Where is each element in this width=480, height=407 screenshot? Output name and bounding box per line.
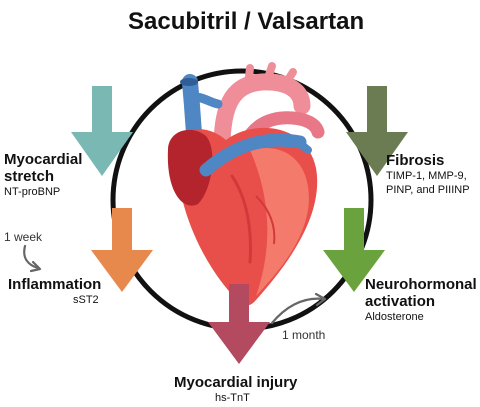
myocardial-injury-title: Myocardial injury (174, 374, 298, 391)
inflammation-subtitle: sST2 (73, 294, 99, 306)
myocardial-injury-subtitle: hs-TnT (215, 392, 250, 404)
neurohormonal-subtitle: Aldosterone (365, 311, 424, 323)
arrow-down-icon (346, 86, 408, 176)
curved-arrow-icon (23, 244, 42, 273)
arrow-down-icon (91, 208, 153, 292)
arrow-down-icon (323, 208, 385, 292)
neurohormonal-title-line1: Neurohormonal (365, 276, 477, 293)
inflammation-title: Inflammation (8, 276, 102, 293)
curved-arrow-icon (270, 292, 327, 325)
fibrosis-title: Fibrosis (386, 152, 445, 169)
myocardial-stretch-title-line1: Myocardial (4, 151, 83, 168)
heart-icon (167, 62, 325, 306)
arrow-down-icon (71, 86, 133, 176)
fibrosis-subtitle-line2: PINP, and PIIINP (386, 184, 470, 196)
myocardial-stretch-subtitle: NT-proBNP (4, 186, 61, 198)
neurohormonal-title-line2: activation (365, 293, 436, 310)
one-week-label: 1 week (4, 230, 43, 244)
arrow-down-icon (208, 284, 270, 364)
fibrosis-subtitle-line1: TIMP-1, MMP-9, (386, 170, 467, 182)
myocardial-stretch-title-line2: stretch (4, 168, 55, 185)
page-title: Sacubitril / Valsartan (128, 8, 365, 35)
one-month-label: 1 month (282, 328, 326, 342)
